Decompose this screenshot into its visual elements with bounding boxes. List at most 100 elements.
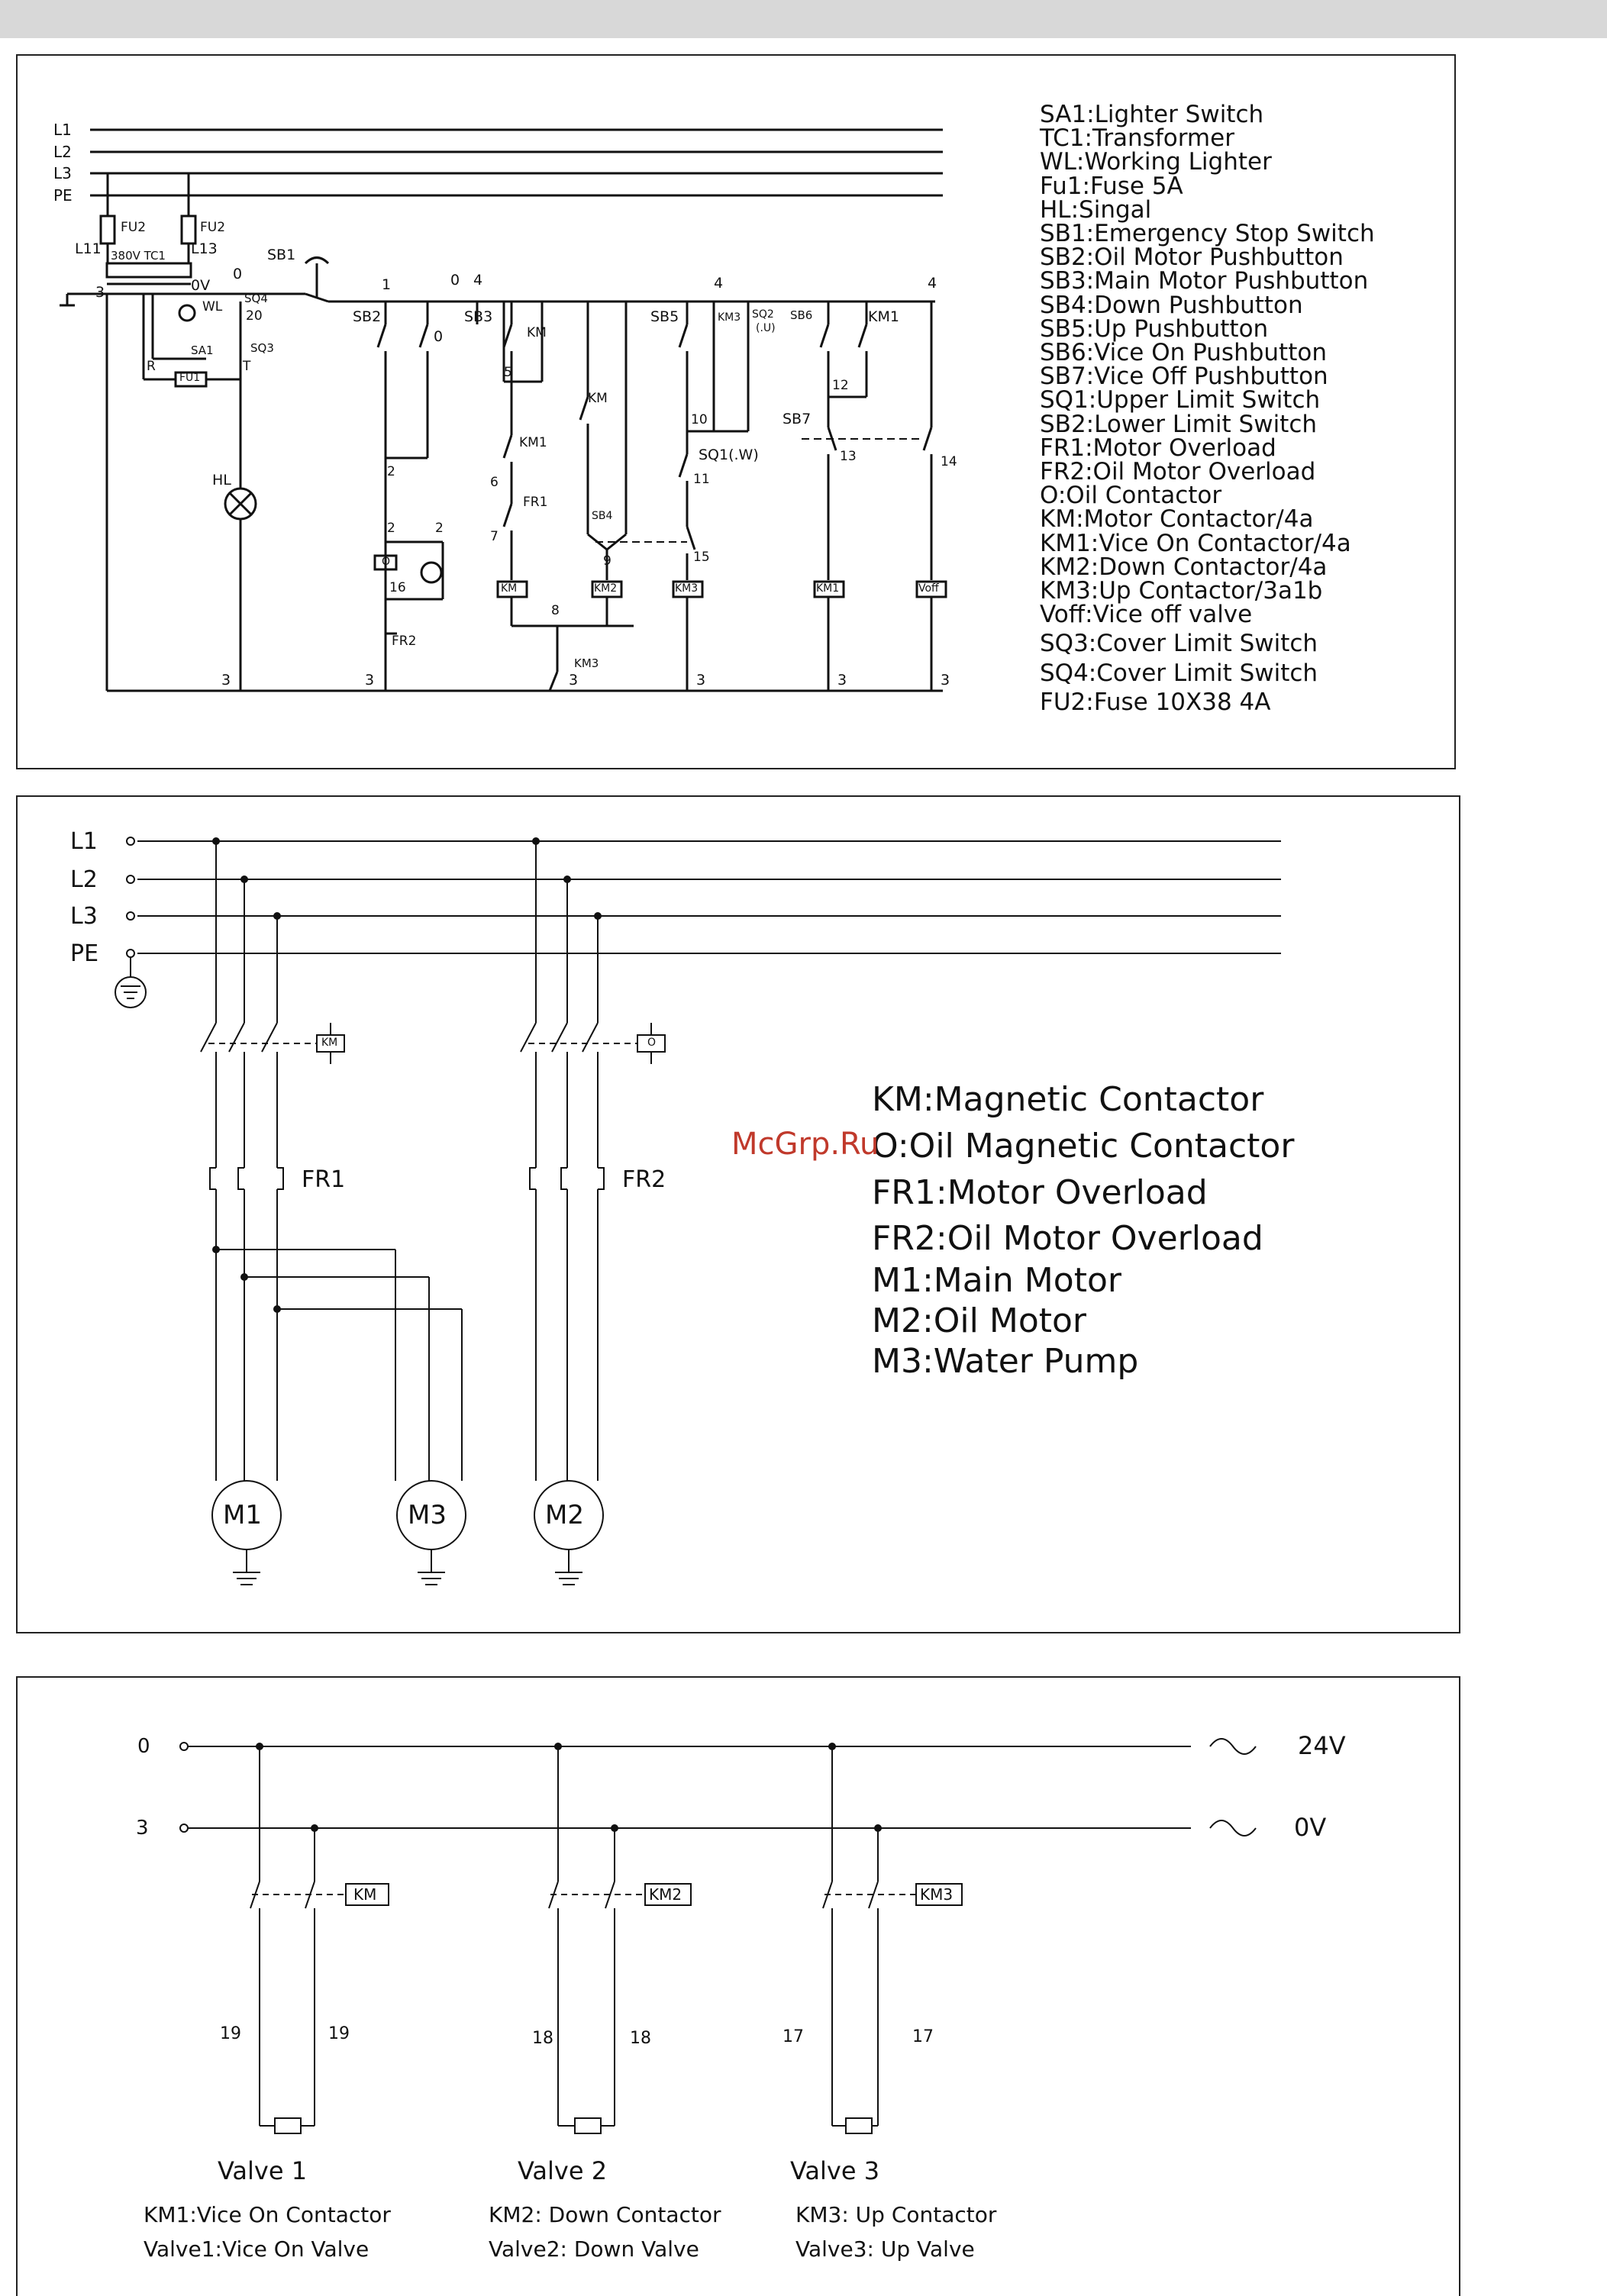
- control-legend-item: SB2:Lower Limit Switch: [1040, 410, 1318, 438]
- label-node-5: 5: [504, 365, 512, 380]
- power-line-l2: L2: [70, 866, 98, 893]
- label-node-4c: 4: [928, 275, 937, 292]
- label-fr2: FR2: [392, 634, 417, 649]
- coil-km: KM: [501, 582, 518, 595]
- label-sb2: SB2: [353, 308, 382, 325]
- label-node-1: 1: [382, 276, 392, 293]
- power-line-l1: L1: [70, 828, 98, 855]
- label-node-10: 10: [691, 412, 708, 427]
- label-node-4: 4: [473, 272, 483, 289]
- km-box-label: KM: [321, 1037, 338, 1049]
- label-node-13: 13: [840, 449, 857, 464]
- label-r: R: [147, 359, 156, 374]
- label-node-3-2: 3: [569, 672, 579, 688]
- label-l11: L11: [75, 240, 102, 257]
- label-km-a: KM: [527, 325, 547, 340]
- label-node-14: 14: [941, 454, 957, 469]
- contactor-km: KM: [353, 1885, 377, 1904]
- label-sq4: SQ4: [244, 292, 268, 305]
- label-sb7: SB7: [783, 411, 812, 427]
- label-3: 3: [95, 284, 105, 301]
- label-node-3-3: 3: [696, 672, 706, 688]
- label-l13: L13: [191, 240, 218, 257]
- motor-m2: M2: [545, 1500, 584, 1530]
- control-legend-item: HL:Singal: [1040, 195, 1152, 224]
- motor-m3: M3: [408, 1500, 447, 1530]
- label-node-2b: 2: [387, 521, 395, 536]
- wire-19a: 19: [220, 2024, 241, 2043]
- label-sq1: SQ1(.W): [699, 447, 759, 463]
- label-node-7: 7: [490, 529, 499, 544]
- line-label-l2: L2: [53, 143, 72, 161]
- label-wl: WL: [202, 299, 223, 314]
- label-node-12: 12: [832, 378, 849, 393]
- label-node-2a: 2: [387, 464, 395, 479]
- label-node-9: 9: [603, 553, 611, 569]
- label-u: (.U): [756, 322, 776, 334]
- label-node-0: 0: [233, 266, 243, 282]
- label-node-0b: 0: [450, 272, 460, 289]
- label-sb6: SB6: [790, 308, 813, 322]
- label-sb4: SB4: [592, 510, 613, 522]
- control-legend-item: SB3:Main Motor Pushbutton: [1040, 267, 1369, 295]
- control-legend-item: KM3:Up Contactor/3a1b: [1040, 577, 1323, 605]
- footer-valve2: Valve2: Down Valve: [489, 2236, 699, 2262]
- control-legend-item: SB7:Vice Off Pushbutton: [1040, 363, 1328, 391]
- coil-o: O: [382, 556, 391, 568]
- rail-node-0: 0: [137, 1735, 150, 1758]
- power-line-l3: L3: [70, 903, 98, 930]
- control-legend-item: KM:Motor Contactor/4a: [1040, 505, 1314, 534]
- label-node-20: 20: [246, 308, 263, 324]
- label-fu2a: FU2: [121, 220, 147, 235]
- label-km-b: KM: [588, 391, 608, 406]
- control-legend-item: FU2:Fuse 10X38 4A: [1040, 688, 1271, 716]
- control-legend-item: SB4:Down Pushbutton: [1040, 291, 1303, 319]
- watermark: McGrp.Ru: [731, 1127, 879, 1162]
- control-legend-item: KM2:Down Contactor/4a: [1040, 553, 1328, 581]
- valve-1-label: Valve 1: [218, 2156, 308, 2185]
- o-box-label: O: [647, 1037, 657, 1049]
- label-node-2c: 2: [435, 521, 444, 536]
- power-legend-item: O:Oil Magnetic Contactor: [872, 1127, 1295, 1166]
- wire-17b: 17: [912, 2027, 934, 2046]
- line-label-l3: L3: [53, 164, 72, 182]
- wire-19b: 19: [328, 2024, 350, 2043]
- footer-km2: KM2: Down Contactor: [489, 2202, 721, 2227]
- control-legend-item: O:Oil Contactor: [1040, 482, 1222, 510]
- valve-circuit-panel: [16, 1676, 1460, 2296]
- line-label-l1: L1: [53, 121, 72, 139]
- power-legend-item: M3:Water Pump: [872, 1342, 1139, 1381]
- power-line-pe: PE: [70, 940, 99, 967]
- label-node-3-4: 3: [837, 672, 847, 688]
- control-legend-item: SB6:Vice On Pushbutton: [1040, 339, 1327, 366]
- label-node-16: 16: [389, 580, 406, 595]
- wire-17a: 17: [783, 2027, 804, 2046]
- label-node-6: 6: [490, 475, 499, 490]
- rail-voltage-24v: 24V: [1298, 1731, 1346, 1760]
- fr1-label: FR1: [302, 1166, 346, 1193]
- power-legend-item: M1:Main Motor: [872, 1261, 1121, 1300]
- label-node-8: 8: [551, 603, 560, 618]
- label-node-11: 11: [693, 472, 710, 487]
- label-km1: KM1: [519, 435, 547, 450]
- wire-18a: 18: [532, 2029, 553, 2048]
- label-node-15: 15: [693, 550, 710, 565]
- label-o: 0: [434, 328, 444, 345]
- label-sb1: SB1: [267, 247, 296, 263]
- control-legend-item: SQ1:Upper Limit Switch: [1040, 386, 1321, 414]
- power-legend-item: KM:Magnetic Contactor: [872, 1080, 1264, 1119]
- control-legend-item: SQ4:Cover Limit Switch: [1040, 659, 1318, 687]
- label-t: T: [243, 359, 251, 374]
- control-legend-item: SB5:Up Pushbutton: [1040, 314, 1269, 343]
- label-node-4b: 4: [714, 275, 724, 292]
- rail-node-3: 3: [136, 1817, 149, 1840]
- label-km1b: KM1: [868, 308, 899, 325]
- power-legend-item: M2:Oil Motor: [872, 1301, 1086, 1340]
- label-km3: KM3: [574, 656, 599, 670]
- contactor-km2: KM2: [649, 1885, 682, 1904]
- footer-valve1: Valve1:Vice On Valve: [144, 2236, 369, 2262]
- label-km3b: KM3: [718, 311, 741, 324]
- control-legend-item: SQ3:Cover Limit Switch: [1040, 630, 1318, 658]
- label-sb3: SB3: [464, 308, 493, 325]
- top-bar: [0, 0, 1607, 38]
